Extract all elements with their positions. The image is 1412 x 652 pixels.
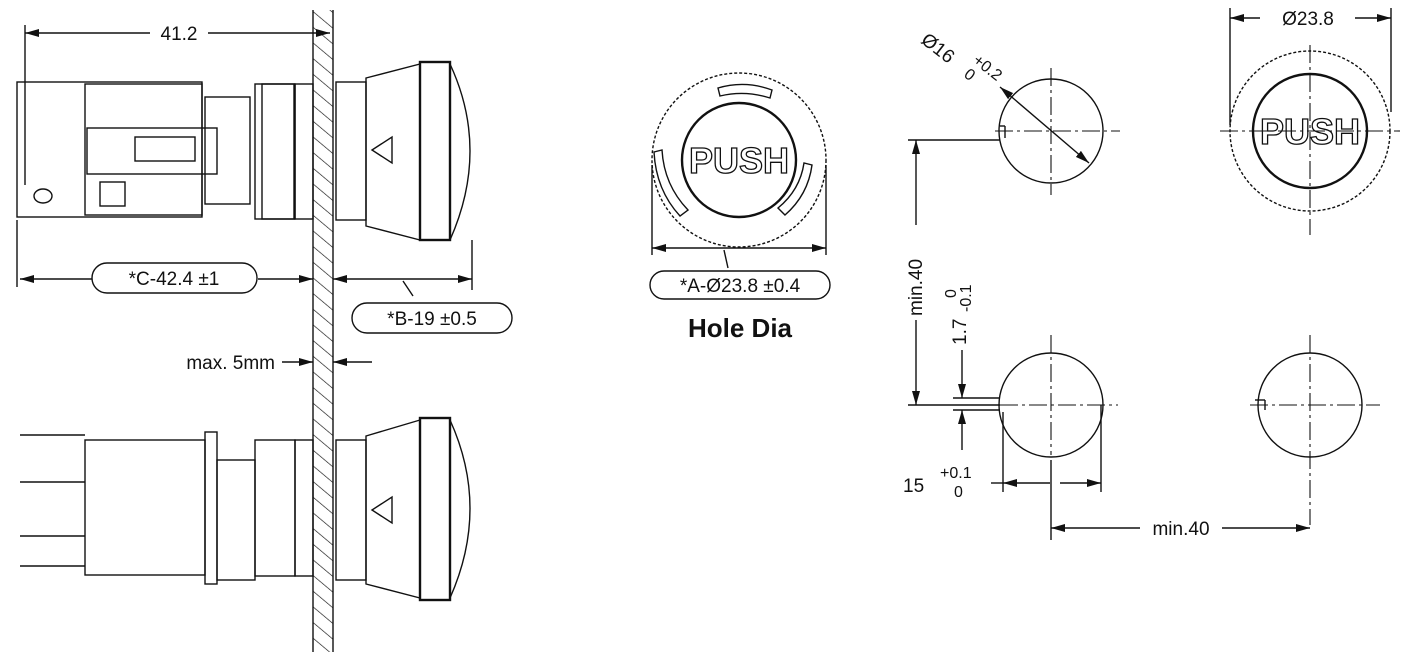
key-width-label: 1.7 [950, 319, 971, 345]
dimension-key-depth: 15 +0.1 0 [903, 405, 1102, 501]
vertical-pitch-label: min.40 [906, 259, 927, 316]
horizontal-pitch-label: min.40 [1152, 519, 1209, 540]
dimension-panel-thickness: max. 5mm [186, 353, 372, 374]
key-depth-tol-lower: 0 [954, 484, 963, 501]
hole-bottom-right [1250, 335, 1380, 525]
hole-dia-caption: Hole Dia [688, 313, 793, 343]
push-button-label: PUSH [689, 140, 789, 181]
key-depth-tol-upper: +0.1 [940, 465, 972, 482]
mounting-panel [312, 10, 334, 652]
dim-b-label: *B-19 ±0.5 [387, 309, 477, 330]
dim-panel-thickness-label: max. 5mm [186, 353, 275, 374]
dim-c-label: *C-42.4 ±1 [129, 269, 220, 290]
dimension-vertical-pitch: min.40 [906, 139, 1000, 406]
knurled-ring [261, 83, 295, 220]
bezel-dia-label: Ø23.8 [1282, 9, 1334, 30]
dim-overall-length: 41.2 [161, 24, 198, 45]
dimension-horizontal-pitch: min.40 [1050, 460, 1310, 540]
hole-tol-lower: 0 [961, 66, 979, 85]
dimension-b: *B-19 ±0.5 [333, 240, 513, 334]
hole-top-right-with-bezel: PUSH Ø23.8 [1220, 8, 1400, 235]
side-view-top [16, 60, 471, 242]
dimension-key-width: 1.7 0 -0.1 [943, 284, 975, 450]
front-view: PUSH *A-Ø23.8 ±0.4 Hole Dia [649, 72, 831, 343]
side-view-bottom [20, 416, 471, 602]
dim-a-label: *A-Ø23.8 ±0.4 [680, 276, 801, 297]
key-depth-label: 15 [903, 476, 924, 497]
dimension-c: *C-42.4 ±1 [16, 220, 313, 294]
key-tol-upper: 0 [943, 289, 960, 298]
hole-bottom-left [953, 335, 1118, 458]
panel-cutout-pattern: Ø16 +0.2 0 PUSH Ø23.8 [903, 8, 1400, 540]
hole-top-left [995, 68, 1120, 195]
dimension-41-2: 41.2 [24, 24, 330, 185]
hole-dia-label: Ø16 [917, 29, 958, 68]
key-tol-lower: -0.1 [958, 284, 975, 312]
